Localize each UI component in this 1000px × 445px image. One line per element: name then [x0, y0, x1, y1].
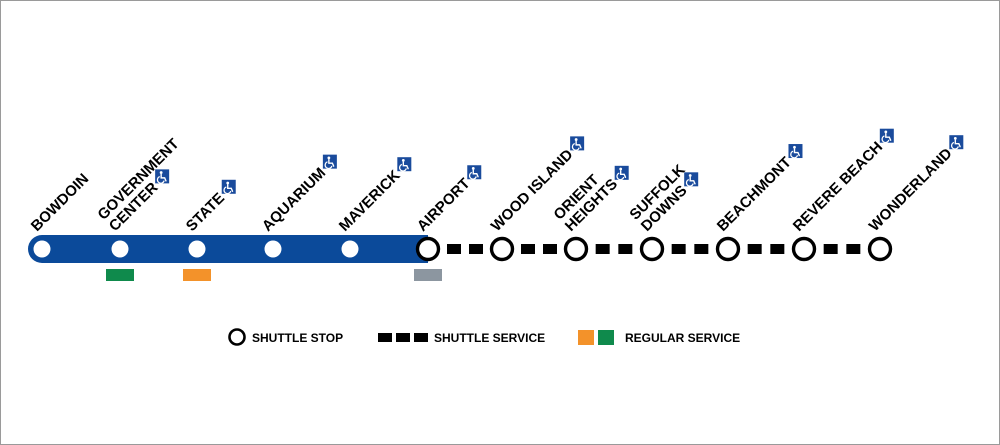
wheelchair-icon — [879, 128, 894, 144]
station-stop — [33, 240, 51, 258]
station-label: WONDERLAND — [866, 135, 964, 235]
wheelchair-icon — [949, 135, 964, 150]
wheelchair-icon — [221, 179, 236, 195]
station-label: MAVERICK — [336, 157, 412, 235]
station-stop — [264, 240, 282, 258]
shuttle-dash — [671, 244, 686, 254]
connection-marker-green-line — [106, 269, 134, 281]
wheelchair-icon — [684, 172, 699, 187]
legend-shuttle-stop-label: SHUTTLE STOP — [252, 331, 343, 345]
station-stop — [341, 240, 359, 258]
blue-line-segment — [42, 235, 428, 263]
station-label: AIRPORT — [414, 165, 482, 235]
shuttle-dash — [846, 244, 861, 254]
shuttle-stop — [489, 236, 515, 262]
station-name: STATE — [183, 190, 228, 235]
route-line — [28, 235, 861, 263]
connection-markers — [106, 269, 442, 281]
station-name: BEACHMONT — [714, 154, 795, 235]
station-name: MAVERICK — [336, 167, 404, 235]
legend-shuttle-service-label: SHUTTLE SERVICE — [434, 331, 545, 345]
shuttle-dash — [747, 244, 762, 254]
station-label: STATE — [183, 179, 236, 235]
wheelchair-icon — [614, 165, 629, 181]
shuttle-dash — [521, 244, 535, 254]
shuttle-dash — [770, 244, 785, 254]
legend-orange-line-swatch — [578, 330, 594, 345]
station-name: AQUARIUM — [259, 164, 329, 234]
wheelchair-icon — [322, 154, 337, 170]
legend-shuttle-service-symbol — [378, 333, 428, 342]
legend-shuttle-stop-symbol — [228, 328, 246, 346]
shuttle-stop — [415, 236, 441, 262]
wheelchair-icon — [397, 157, 412, 172]
shuttle-dash — [694, 244, 709, 254]
station-stops — [33, 236, 893, 262]
station-label: AQUARIUM — [259, 154, 337, 235]
shuttle-dash — [618, 244, 633, 254]
shuttle-dash — [447, 244, 461, 254]
station-name: WONDERLAND — [866, 145, 956, 235]
station-stop — [188, 240, 206, 258]
shuttle-stop — [715, 236, 741, 262]
shuttle-dash — [823, 244, 838, 254]
shuttle-dash — [469, 244, 483, 254]
shuttle-dash — [595, 244, 610, 254]
station-name: BOWDOIN — [28, 170, 92, 234]
legend: SHUTTLE STOP SHUTTLE SERVICE REGULAR SER… — [228, 328, 740, 346]
shuttle-stop — [639, 236, 665, 262]
shuttle-stop — [867, 236, 893, 262]
shuttle-stop — [791, 236, 817, 262]
wheelchair-icon — [155, 169, 170, 184]
connection-marker-silver-line — [414, 269, 442, 281]
wheelchair-icon — [788, 144, 803, 159]
connection-marker-orange-line — [183, 269, 211, 281]
wheelchair-icon — [570, 136, 585, 151]
station-name: AIRPORT — [414, 175, 474, 235]
legend-regular-service-label: REGULAR SERVICE — [625, 331, 740, 345]
station-label: BOWDOIN — [28, 170, 92, 234]
shuttle-stop — [563, 236, 589, 262]
station-stop — [111, 240, 129, 258]
wheelchair-icon — [467, 165, 482, 180]
shuttle-dash — [543, 244, 557, 254]
legend-green-line-swatch — [598, 330, 614, 345]
